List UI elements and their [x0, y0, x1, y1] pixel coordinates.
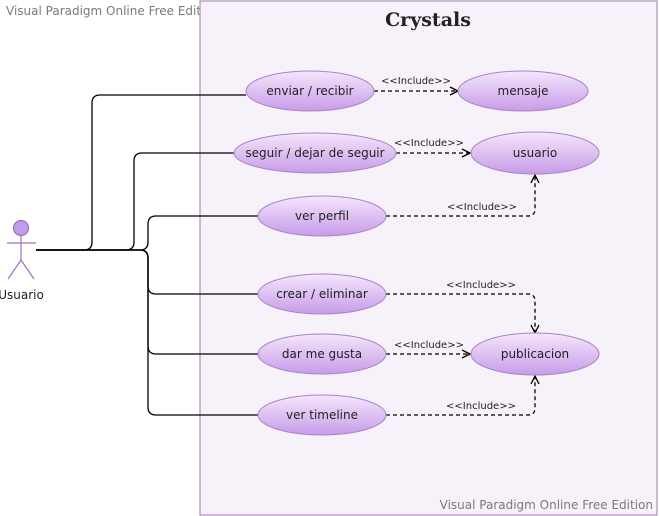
include-label-1: <<Include>>: [381, 76, 451, 87]
association-perfil: [36, 215, 258, 251]
include-timeline-publicacion: [386, 376, 535, 416]
actor-head: [12, 219, 30, 237]
use-case-label-publicacion: publicacion: [501, 347, 569, 361]
include-lines: [374, 91, 535, 416]
use-case-label-ver-perfil: ver perfil: [295, 209, 349, 223]
system-title: Crystals: [385, 9, 471, 31]
include-perfil-usuario: [386, 175, 535, 217]
use-case-timeline[interactable]: ver timeline: [257, 394, 387, 436]
include-label-3: <<Include>>: [447, 202, 517, 213]
actor-usuario[interactable]: [7, 219, 36, 280]
use-case-enviar[interactable]: enviar / recibir: [245, 70, 375, 112]
include-label-4: <<Include>>: [446, 280, 516, 291]
use-case-label-me-gusta: dar me gusta: [282, 347, 362, 361]
use-case-label-mensaje: mensaje: [498, 84, 549, 98]
use-case-usuario[interactable]: usuario: [470, 131, 600, 175]
use-case-label-seguir: seguir / dejar de seguir: [245, 146, 384, 160]
association-lines: [36, 94, 258, 416]
use-case-label-crear: crear / eliminar: [276, 287, 368, 301]
include-label-2: <<Include>>: [394, 138, 464, 149]
use-case-label-usuario: usuario: [513, 146, 557, 160]
association-timeline: [36, 249, 258, 416]
include-label-6: <<Include>>: [446, 401, 516, 412]
use-case-me-gusta[interactable]: dar me gusta: [257, 333, 387, 375]
actor-label: Usuario: [0, 288, 44, 302]
use-case-ver-perfil[interactable]: ver perfil: [257, 195, 387, 237]
use-case-mensaje[interactable]: mensaje: [457, 70, 589, 112]
use-case-publicacion[interactable]: publicacion: [470, 332, 600, 376]
watermark-top: Visual Paradigm Online Free Edition: [6, 4, 220, 18]
include-crear-publicacion: [386, 293, 535, 333]
use-case-label-timeline: ver timeline: [286, 408, 358, 422]
use-case-crear[interactable]: crear / eliminar: [257, 273, 387, 315]
use-case-seguir[interactable]: seguir / dejar de seguir: [233, 132, 397, 174]
watermark-bottom: Visual Paradigm Online Free Edition: [439, 498, 653, 512]
use-case-label-enviar: enviar / recibir: [266, 84, 353, 98]
include-label-5: <<Include>>: [394, 340, 464, 351]
